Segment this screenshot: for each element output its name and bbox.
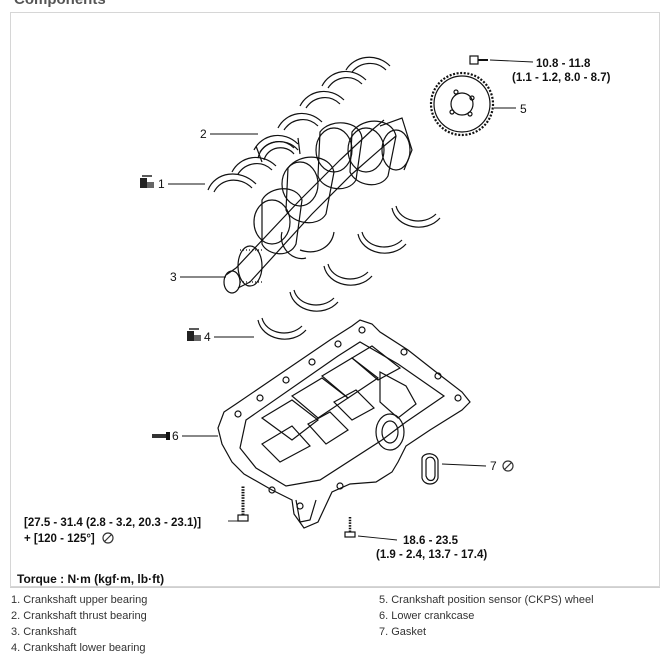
lower-crankcase [217,319,471,529]
legend-item: 6. Lower crankcase [379,610,475,622]
legend-item: 4. Crankshaft lower bearing [11,642,146,654]
no-reuse-icon [502,460,514,472]
ckps-wheel [429,71,495,137]
callout-4: 4 [204,330,211,344]
main-bearing-bolt [237,486,249,522]
diagram-frame [10,12,660,587]
leader-lines [168,59,534,541]
callout-2: 2 [200,127,207,141]
legend-item: 7. Gasket [379,626,427,638]
main-bolt-torque: [27.5 - 31.4 (2.8 - 3.2, 20.3 - 23.1)] [24,517,201,529]
crankcase-bolt-torque-alt: (1.9 - 2.4, 13.7 - 17.4) [376,549,487,561]
callout-5: 5 [520,102,527,116]
exploded-diagram: 1 2 3 4 5 6 7 10.8 - 11.8 (1.1 - 1.2, 8.… [24,55,611,561]
bolt-icon [152,432,170,440]
crankcase-bolt [344,516,356,538]
crankshaft [223,117,413,294]
callout-1: 1 [158,177,165,191]
lower-bearing-shells [257,205,441,340]
legend-item: 3. Crankshaft [11,626,77,638]
bearing-marker-icon [187,328,201,341]
ckps-bolt-torque: 10.8 - 11.8 [536,58,591,70]
legend-item: 2. Crankshaft thrust bearing [11,610,147,622]
thrust-bearing [255,137,301,163]
callout-3: 3 [170,270,177,284]
divider [10,587,660,588]
gasket [421,453,439,485]
main-bolt-torque-angle: + [120 - 125°] [24,533,95,545]
ckps-bolt-torque-alt: (1.1 - 1.2, 8.0 - 8.7) [512,72,611,84]
section-title: Components [14,0,106,8]
bearing-marker-icon [140,175,154,188]
torque-unit-caption: Torque : N·m (kgf·m, lb·ft) [17,572,165,586]
no-reuse-icon [102,532,114,544]
upper-bearing-shells [207,56,391,193]
legend-right: 5. Crankshaft position sensor (CKPS) whe… [379,592,594,640]
ckps-bolt [469,55,488,65]
callout-7: 7 [490,459,497,473]
callout-6: 6 [172,429,179,443]
legend-item: 1. Crankshaft upper bearing [11,594,148,606]
legend-left: 1. Crankshaft upper bearing 2. Crankshaf… [11,592,147,656]
legend-item: 5. Crankshaft position sensor (CKPS) whe… [379,594,594,606]
crankcase-bolt-torque: 18.6 - 23.5 [403,535,459,547]
